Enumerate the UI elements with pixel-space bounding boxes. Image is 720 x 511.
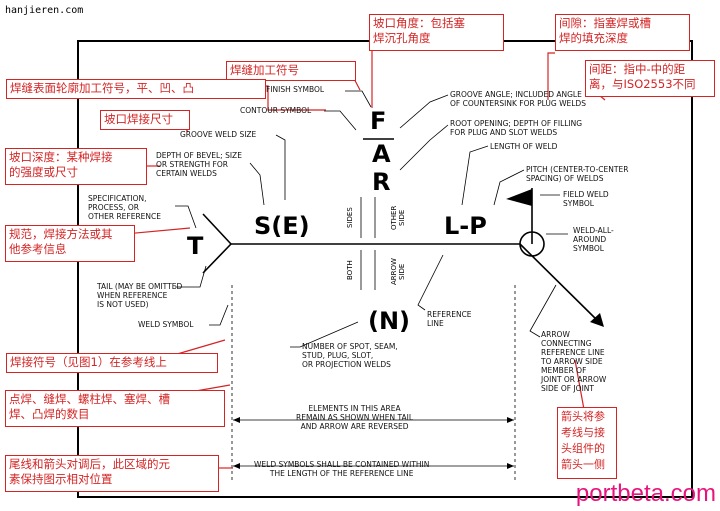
arrow-line	[519, 243, 601, 324]
arrow-connecting-label: ARROW CONNECTING REFERENCE LINE TO ARROW…	[541, 330, 607, 393]
arrow-side-label: ARROW SIDE	[390, 258, 406, 286]
both-label: BOTH	[346, 260, 354, 280]
field-weld-label: FIELD WELD SYMBOL	[563, 190, 609, 208]
other-side-label: OTHER SIDE	[390, 205, 406, 231]
root-opening-label: ROOT OPENING; DEPTH OF FILLING FOR PLUG …	[450, 119, 583, 137]
annotation-root-gap: 间隙：指塞焊或槽 焊的填充深度	[555, 14, 690, 51]
annotation-finish: 焊缝加工符号	[226, 61, 356, 81]
weld-symbol-label: WELD SYMBOL	[138, 320, 194, 329]
elements-area-label: ELEMENTS IN THIS AREA REMAIN AS SHOWN WH…	[296, 404, 414, 431]
sides-label: SIDES	[346, 207, 354, 229]
annotation-bevel-depth: 坡口深度：某种焊接 的强度或尺寸	[5, 148, 147, 185]
finish-symbol-label: FINISH SYMBOL	[266, 85, 325, 94]
groove-angle-label: GROOVE ANGLE; INCLUDED ANGLE OF COUNTERS…	[450, 90, 586, 108]
site-label: hanjieren.com	[5, 5, 84, 16]
tail-label: TAIL (MAY BE OMITTED WHEN REFERENCE IS N…	[97, 282, 183, 309]
reference-line-label: REFERENCE LINE	[427, 310, 472, 328]
annotation-pitch: 间距：指中-中的距 离，与ISO2553不同	[585, 60, 715, 97]
pitch-label: PITCH (CENTER-TO-CENTER SPACING) OF WELD…	[526, 165, 629, 183]
tail-lower	[202, 243, 232, 274]
annotation-groove-angle: 坡口角度：包括塞 焊沉孔角度	[369, 14, 504, 51]
annotation-groove-size: 坡口焊接尺寸	[100, 110, 190, 130]
contour-symbol-label: CONTOUR SYMBOL	[240, 106, 312, 115]
number-of-welds-label: NUMBER OF SPOT, SEAM, STUD, PLUG, SLOT, …	[302, 342, 398, 369]
annotation-specification: 规范，焊接方法或其 他参考信息	[5, 225, 135, 262]
specification-label: SPECIFICATION, PROCESS, OR OTHER REFEREN…	[88, 194, 161, 221]
annotation-weld-count: 点焊、缝焊、螺柱焊、塞焊、槽 焊、凸焊的数目	[5, 390, 225, 427]
watermark: portbeta.com	[575, 480, 716, 507]
arrowhead	[590, 313, 604, 327]
contained-label: WELD SYMBOLS SHALL BE CONTAINED WITHIN T…	[254, 460, 430, 478]
finish-letter-F: F	[370, 107, 387, 135]
annotation-contour: 焊缝表面轮廓加工符号，平、凹、凸	[6, 79, 266, 99]
tail-upper	[202, 213, 232, 245]
number-of-welds-symbol: (N)	[368, 307, 411, 335]
annotation-arrow: 箭头将参 考线与接 头组件的 箭头一侧	[557, 407, 617, 479]
annotation-weld-symbol: 焊接符号（见图1）在参考线上	[6, 353, 218, 373]
size-symbol-SE: S(E)	[254, 212, 310, 240]
weld-all-around-label: WELD-ALL- AROUND SYMBOL	[573, 226, 614, 253]
annotation-reversed: 尾线和箭头对调后，此区域的元 素保持图示相对位置	[5, 455, 219, 492]
length-pitch-symbol: L-P	[444, 212, 487, 240]
root-opening-letter-R: R	[372, 168, 391, 196]
length-of-weld-label: LENGTH OF WELD	[490, 142, 558, 151]
field-weld-flag	[506, 189, 532, 206]
specification-letter-T: T	[187, 232, 204, 260]
groove-angle-letter-A: A	[372, 140, 391, 168]
depth-of-bevel-label: DEPTH OF BEVEL; SIZE OR STRENGTH FOR CER…	[156, 151, 242, 178]
groove-weld-size-label: GROOVE WELD SIZE	[180, 130, 257, 139]
